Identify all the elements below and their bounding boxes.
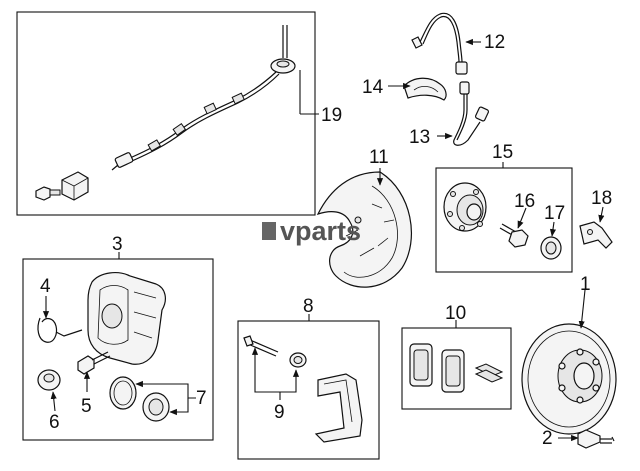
sensor-clip <box>61 171 89 201</box>
callout-14: 14 <box>362 77 384 98</box>
wheel-speed-sensor-harness <box>111 25 296 171</box>
callout-1: 1 <box>580 274 591 295</box>
sensor-mounting-bolt <box>35 186 61 201</box>
hub-mounting-bolt <box>499 223 529 248</box>
caliper-support-bracket <box>314 373 363 443</box>
caliper-seal-kit <box>109 376 170 422</box>
rotor-retaining-screw <box>577 429 615 449</box>
watermark-text: vparts <box>280 216 361 246</box>
brake-hose-upper <box>411 12 468 75</box>
callout-8: 8 <box>303 296 314 317</box>
callout-4: 4 <box>40 276 51 297</box>
bleeder-cap <box>37 369 61 391</box>
callout-3: 3 <box>112 234 123 255</box>
caliper-spring <box>37 317 83 343</box>
brake-caliper <box>87 272 166 365</box>
callout-6: 6 <box>49 412 60 433</box>
brake-hose-clip <box>403 77 447 101</box>
callout-5: 5 <box>81 396 92 417</box>
callout-9: 9 <box>274 402 285 423</box>
callout-15: 15 <box>492 142 513 163</box>
leader-lines <box>42 38 605 442</box>
brake-pad-set <box>409 343 504 393</box>
callout-2: 2 <box>542 428 553 449</box>
guide-pin-boot <box>289 352 307 368</box>
group-box-3 <box>22 258 214 441</box>
hub-cap <box>540 236 562 260</box>
brake-rotor <box>521 323 617 435</box>
callout-10: 10 <box>445 303 466 324</box>
watermark: vparts <box>262 216 361 246</box>
callout-18: 18 <box>591 188 612 209</box>
callout-labels: 1 2 3 4 5 6 7 8 9 10 11 12 13 14 15 16 1… <box>40 32 612 449</box>
hub-bearing-assembly <box>443 182 487 232</box>
sensor-bracket <box>579 221 613 249</box>
caliper-guide-pin <box>243 335 279 357</box>
callout-12: 12 <box>484 32 505 53</box>
callout-16: 16 <box>514 191 535 212</box>
group-box-15 <box>435 167 573 273</box>
brake-dust-shield <box>316 171 413 288</box>
callout-19: 19 <box>321 105 342 126</box>
callout-11: 11 <box>369 147 389 168</box>
callout-17: 17 <box>544 203 565 224</box>
callout-7: 7 <box>196 388 207 409</box>
bleeder-screw <box>77 351 111 375</box>
brake-line <box>453 81 490 146</box>
callout-13: 13 <box>409 127 430 148</box>
